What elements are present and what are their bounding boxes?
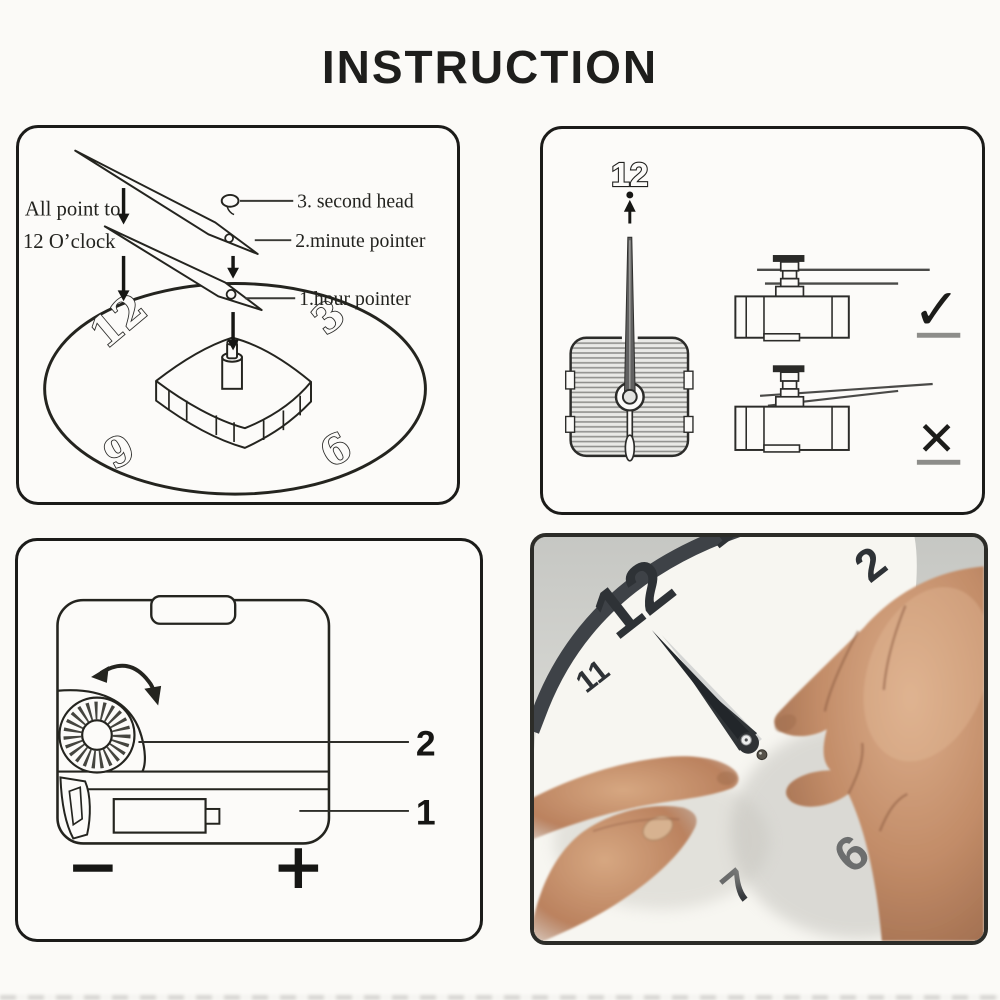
hand-nut — [756, 749, 768, 761]
panel-hand-assembly: 12 3 9 6 — [16, 125, 460, 505]
photo-scene: 12 11 1 2 7 6 — [534, 537, 984, 941]
movement-box-side — [155, 380, 312, 449]
cross-underline — [916, 459, 961, 465]
panel-alignment: 12 — [540, 126, 985, 515]
label-hour-pointer: 1.hour pointer — [299, 288, 411, 310]
page-title: INSTRUCTION — [321, 41, 659, 93]
side-view-correct: ✓ — [734, 255, 961, 343]
dial-number-6: 6 — [313, 424, 360, 477]
time-setting-wheel — [58, 696, 136, 774]
right-fingertip-shading — [774, 714, 797, 733]
wheel-housing-curve — [57, 689, 146, 773]
label-minute-pointer: 2.minute pointer — [295, 230, 426, 252]
up-arrow-icon — [623, 199, 636, 224]
leader-lines — [239, 199, 296, 300]
left-index-finger — [534, 756, 739, 839]
right-hand-creases — [823, 605, 908, 832]
hour-pointer — [103, 225, 263, 312]
down-arrow-icon — [227, 255, 239, 279]
panel-photo-setting-hands: 12 11 1 2 7 6 — [530, 533, 988, 945]
left-hand-crease — [592, 817, 680, 833]
minute-pointer — [74, 149, 259, 255]
clock-hands — [651, 630, 762, 754]
side-view-wrong: ✕ — [734, 365, 961, 467]
dial-number-9: 9 — [97, 425, 143, 478]
minute-hand-photo — [651, 630, 754, 745]
clock-dial-ellipse — [43, 282, 427, 496]
minus-sign: − — [67, 829, 120, 903]
callout-number-wheel: 2 — [416, 724, 436, 764]
curved-rotation-arrow-icon — [91, 663, 162, 706]
alignment-diagram: 12 — [564, 156, 961, 467]
down-arrow-icon — [227, 312, 239, 351]
left-hand — [534, 756, 739, 941]
checkmark-underline — [916, 332, 961, 338]
plus-sign: + — [272, 829, 325, 903]
clock-rim-arc — [534, 537, 741, 734]
note-all-point-line1: All point to — [25, 199, 121, 221]
down-arrow-icon — [117, 188, 130, 225]
second-head-cap — [220, 193, 240, 216]
side-hook-tab — [59, 776, 91, 840]
center-knob-dot — [744, 738, 748, 742]
movement-box-isometric — [155, 330, 312, 449]
panel-movement-back: 2 1 − + — [15, 538, 483, 942]
align-number-12: 12 — [611, 157, 648, 194]
down-arrow-icons — [117, 188, 239, 351]
label-second-head: 3. second head — [297, 191, 414, 213]
cropped-text-strip — [0, 995, 1000, 1000]
right-hand — [774, 566, 984, 941]
movement-box-side-lines — [168, 389, 301, 442]
battery-icon — [112, 798, 221, 834]
align-dot — [626, 191, 634, 199]
left-fingertip-shading — [716, 771, 737, 786]
movement-back-diagram: 2 1 − + — [56, 594, 436, 903]
center-cap — [621, 388, 638, 405]
hanging-slot — [150, 594, 237, 625]
spindle-shaft — [221, 330, 243, 390]
down-arrow-icon — [117, 255, 130, 302]
cross-icon: ✕ — [917, 412, 957, 467]
hour-hand-down — [624, 409, 636, 462]
assembly-diagram: 12 3 9 6 — [23, 149, 427, 496]
note-all-point-line2: 12 O’clock — [23, 231, 116, 253]
callout-number-battery: 1 — [416, 793, 436, 833]
movement-front-view — [564, 236, 694, 462]
case-notches — [564, 370, 694, 433]
checkmark-icon: ✓ — [913, 277, 961, 343]
